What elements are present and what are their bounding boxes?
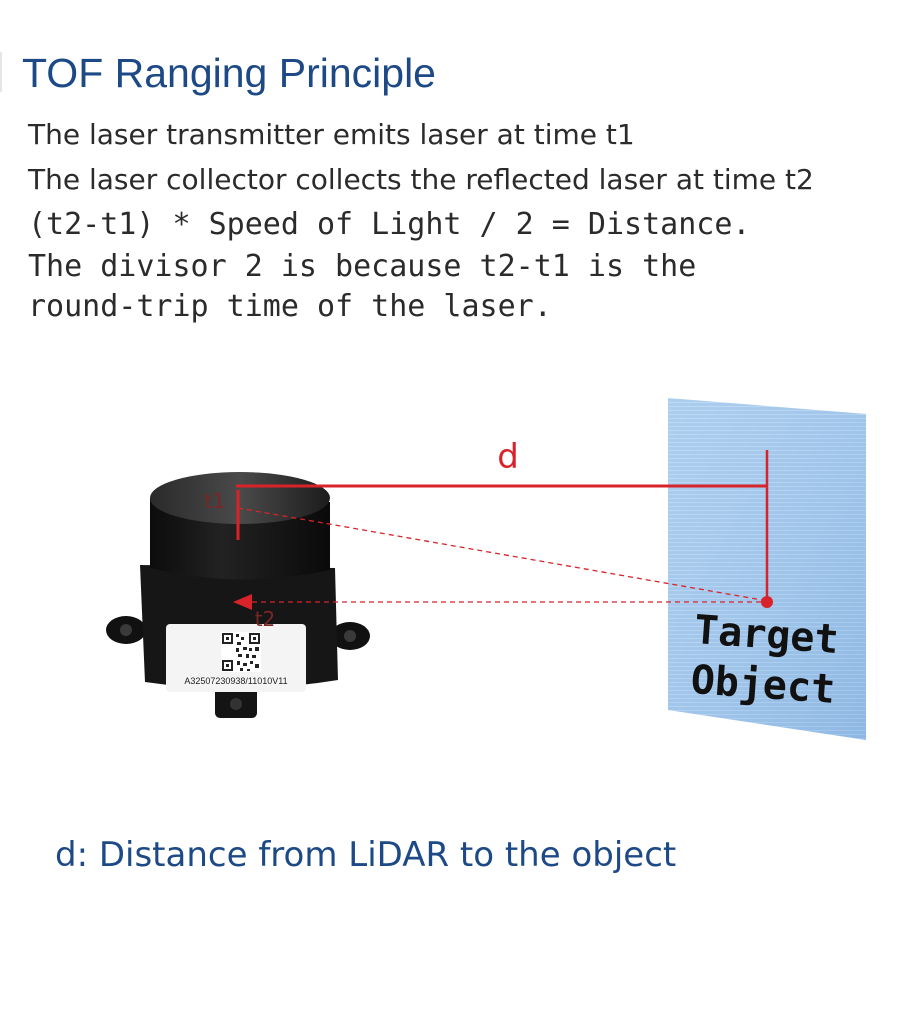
- t1-label: t1: [205, 489, 226, 513]
- description-line-5: round-trip time of the laser.: [28, 289, 552, 324]
- qr-code: [221, 632, 261, 672]
- tof-diagram: A32507230938/11010V11 d t1 t2 Target Obj…: [106, 398, 866, 740]
- laser-paths: [233, 450, 773, 610]
- t2-label: t2: [255, 607, 276, 631]
- description-line-1: The laser transmitter emits laser at tim…: [28, 118, 635, 151]
- target-object-label: Target Object: [689, 607, 840, 713]
- qr-serial-text: A32507230938/11010V11: [184, 676, 287, 686]
- page-title: TOF Ranging Principle: [22, 50, 436, 96]
- reflection-point: [761, 596, 773, 608]
- distance-label: d: [497, 437, 519, 477]
- accent-bar: [0, 52, 2, 92]
- formula-line: (t2-t1) * Speed of Light / 2 = Distance.: [28, 207, 751, 242]
- return-arrow-icon: [233, 594, 252, 610]
- target-label-line-1: Target: [693, 607, 840, 663]
- distance-caption: d: Distance from LiDAR to the object: [55, 835, 677, 875]
- description-line-2: The laser collector collects the reflect…: [28, 163, 814, 196]
- target-label-line-2: Object: [689, 657, 836, 713]
- description-line-4: The divisor 2 is because t2-t1 is the: [28, 249, 697, 284]
